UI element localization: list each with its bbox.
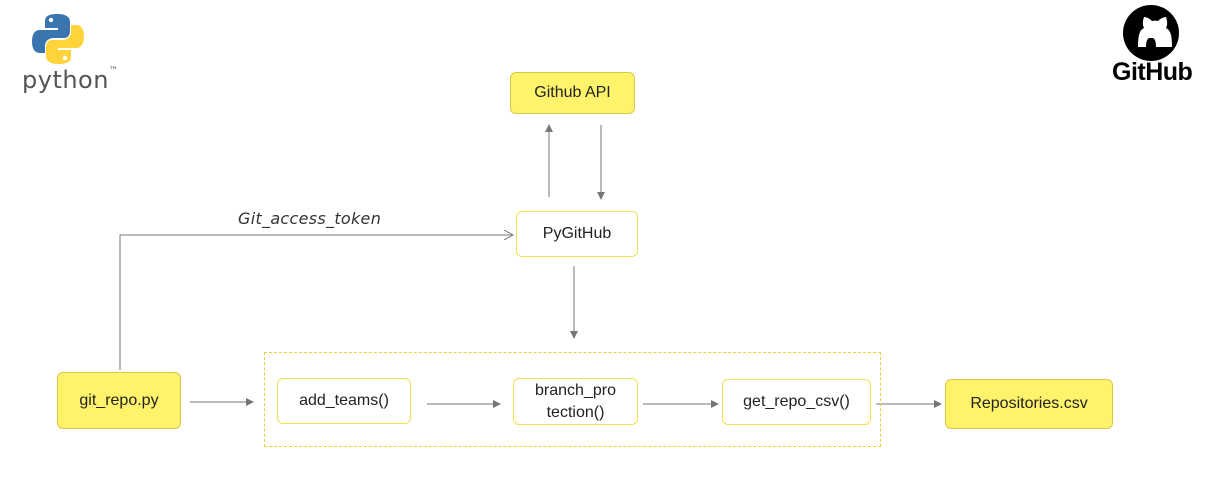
- node-github-api: Github API: [510, 72, 635, 114]
- node-repositories-csv: Repositories.csv: [945, 379, 1113, 429]
- node-add-teams-label: add_teams(): [299, 392, 389, 410]
- node-branch-protection: branch_pro tection(): [513, 378, 638, 425]
- python-logo-icon: [32, 14, 84, 64]
- node-repositories-csv-label: Repositories.csv: [970, 395, 1088, 413]
- github-octocat-icon: [1123, 5, 1179, 61]
- git-access-token-label: Git_access_token: [238, 209, 382, 228]
- node-branch-protection-label-line2: tection(): [546, 403, 605, 421]
- node-pygithub: PyGitHub: [516, 211, 638, 257]
- python-trademark: ™: [108, 66, 119, 76]
- github-wordmark: GitHub: [1112, 58, 1193, 86]
- processing-group: [264, 352, 881, 447]
- node-github-api-label: Github API: [534, 84, 611, 102]
- node-get-repo-csv: get_repo_csv(): [722, 379, 871, 425]
- node-git-repo: git_repo.py: [57, 372, 181, 429]
- node-get-repo-csv-label: get_repo_csv(): [743, 393, 850, 411]
- node-pygithub-label: PyGitHub: [542, 225, 612, 243]
- node-branch-protection-label-line1: branch_pro: [535, 381, 616, 399]
- node-add-teams: add_teams(): [277, 378, 411, 424]
- python-wordmark-text: python: [22, 66, 109, 94]
- python-wordmark: python™: [22, 66, 118, 94]
- node-git-repo-label: git_repo.py: [79, 391, 159, 409]
- arrow-token-to-pygithub: [119, 235, 513, 370]
